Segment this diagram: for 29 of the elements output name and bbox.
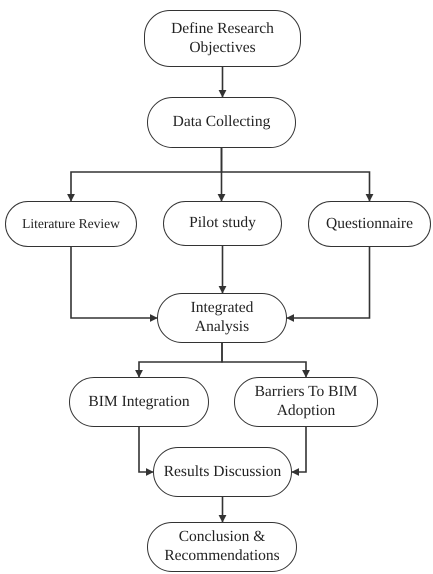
node-label: Barriers To BIM Adoption bbox=[254, 383, 358, 421]
node-label: Data Collecting bbox=[172, 113, 270, 132]
process-box bbox=[163, 201, 282, 246]
node-label: Pilot study bbox=[189, 214, 256, 233]
arrow bbox=[218, 67, 226, 98]
process-box bbox=[153, 447, 292, 497]
process-box bbox=[147, 97, 296, 148]
process-box bbox=[234, 377, 378, 427]
node-label: Define Research Objectives bbox=[170, 20, 275, 58]
node-label: Integrated Analysis bbox=[190, 299, 254, 337]
process-box bbox=[5, 201, 137, 247]
node-label: Results Discussion bbox=[164, 462, 282, 482]
arrow bbox=[70, 247, 158, 322]
process-box bbox=[69, 377, 209, 427]
arrow bbox=[218, 497, 226, 523]
arrow bbox=[138, 427, 154, 476]
arrow bbox=[218, 246, 226, 294]
process-box bbox=[308, 201, 431, 247]
arrow bbox=[291, 427, 307, 476]
arrow bbox=[221, 343, 310, 378]
arrow bbox=[220, 148, 374, 202]
process-box bbox=[157, 293, 287, 343]
node-label: Conclusion & Recommendations bbox=[163, 528, 281, 566]
node-label: Questionnaire bbox=[326, 214, 413, 234]
node-label: Literature Review bbox=[22, 216, 120, 232]
process-box bbox=[147, 522, 297, 572]
node-label: BIM Integration bbox=[88, 392, 190, 412]
process-box bbox=[144, 10, 301, 67]
arrow bbox=[286, 247, 370, 322]
